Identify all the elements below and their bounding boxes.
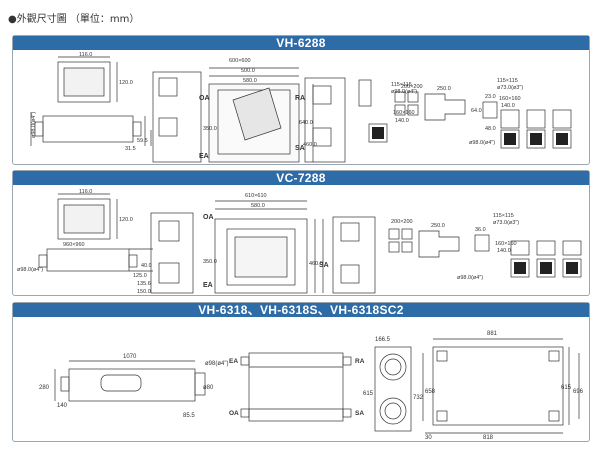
side-unit [42,115,134,143]
label-ea: EA [203,282,213,289]
label-g160: 160×160 [393,110,415,116]
label-g140b: 140.0 [501,103,515,109]
label-ea: EA [199,153,209,160]
vh6288-drawing: 116.0 120.0 ø98.0(ø4") 59.5 31.5 600×600… [30,52,572,163]
label-w30: 30 [425,435,432,441]
control-panel-box [57,61,111,103]
heat-exchanger [232,87,282,141]
label-d85: 85.5 [183,413,195,419]
label-h696: 696 [573,389,584,395]
top-view-main [248,352,344,422]
label-ra: RA [295,95,305,102]
label-g36: 36.0 [475,227,486,233]
label-g140: 140.0 [395,118,409,124]
page-heading: ●外觀尺寸圖 （單位：mm） [8,14,140,25]
label-g115: 115×115 [391,82,412,88]
label-h120: 120.0 [119,217,133,223]
vc7288-drawing: 116.0 120.0 960×960 ø98.0(ø4") 125.0 135… [17,189,582,295]
label-h658: 658 [425,389,436,395]
label-g73: ø73.0(ø3") [497,85,523,91]
label-d40: 40.0 [141,263,152,269]
label-w500: 500.0 [241,68,255,74]
label-dia: ø98(ø4") [205,361,228,367]
label-g64: 64.0 [471,108,482,114]
label-sa: SA [295,145,305,152]
label-h460: 460.0 [309,261,323,267]
label-g200: 200×200 [401,84,423,90]
control-panel-box [57,198,111,240]
label-ea: EA [229,358,238,365]
label-sa: SA [319,262,329,269]
vh6318-drawing: 1070 280 140 ø98(ø4") ø80 85.5 166.5 615… [39,331,584,441]
label-oa: OA [229,410,239,417]
label-h460: 460.0 [303,142,317,148]
panel-title: VH-6318、VH-6318S、VH-6318SC2 [13,303,589,317]
label-sq960: 960×960 [63,242,85,248]
label-g115: 115×115 [493,213,514,219]
label-g98b: ø98.0(ø4") [469,140,495,146]
label-w580: 580.0 [251,203,265,209]
top-view-left [152,71,202,163]
label-d166: 166.5 [375,337,391,343]
label-g160: 160×160 [495,241,517,247]
label-dia: ø98.0(ø4") [31,112,37,138]
label-d615: 615 [363,391,374,397]
label-g73: ø73.0(ø3") [493,220,519,226]
label-g140: 140.0 [497,248,511,254]
front-view [150,212,194,294]
label-h280: 280 [39,385,50,391]
label-dia: ø98.0(ø4") [17,267,43,273]
plan-view [432,346,564,426]
label-oa: OA [203,214,214,221]
end-view [374,346,412,432]
label-d135: 135.6 [137,281,151,287]
label-w116: 116.0 [79,52,92,58]
label-h640: 640.0 [299,120,313,126]
label-g200: 200×200 [391,219,413,225]
label-sq610: 610×610 [245,193,267,199]
top-view-main [214,218,308,294]
label-g160b: 160×160 [499,96,521,102]
label-w1070: 1070 [123,354,137,360]
panel-vh6318: VH-6318、VH-6318S、VH-6318SC2 [12,302,590,442]
label-h732: 732 [413,395,424,401]
label-d80: ø80 [203,385,214,391]
label-g98: ø98.0(ø4") [391,89,417,95]
label-h350: 350.0 [203,126,217,132]
label-d59: 59.5 [137,138,148,144]
label-g115b: 115×115 [497,78,518,84]
label-ra: RA [355,358,365,365]
label-g250: 250.0 [431,223,445,229]
label-w818: 818 [483,435,494,441]
label-g48: 48.0 [485,126,496,132]
label-h350: 350.0 [203,259,217,265]
label-h120: 120.0 [119,80,133,86]
label-d150: 150.0 [137,289,151,295]
side-unit [46,248,130,272]
panel-title: VC-7288 [13,171,589,185]
top-view-right [304,77,346,163]
label-h615b: 615 [561,385,572,391]
panel-vc7288: VC-7288 116.0 [12,170,590,296]
label-sq: 600×600 [229,58,251,64]
panel-title: VH-6288 [13,36,589,50]
label-oa: OA [199,95,210,102]
side-unit [68,368,196,402]
label-g250: 250.0 [437,86,451,92]
label-w881: 881 [487,331,498,337]
label-d31: 31.5 [125,146,136,152]
label-d125: 125.0 [133,273,147,279]
label-w580: 580.0 [243,78,257,84]
panel-vh6288: VH-6288 [12,35,590,165]
label-w116: 116.0 [79,189,92,195]
label-h140: 140 [57,403,68,409]
label-sa: SA [355,410,364,417]
side-view-right [332,216,376,294]
label-g23: 23.0 [485,94,496,100]
label-g98: ø98.0(ø4") [457,275,483,281]
